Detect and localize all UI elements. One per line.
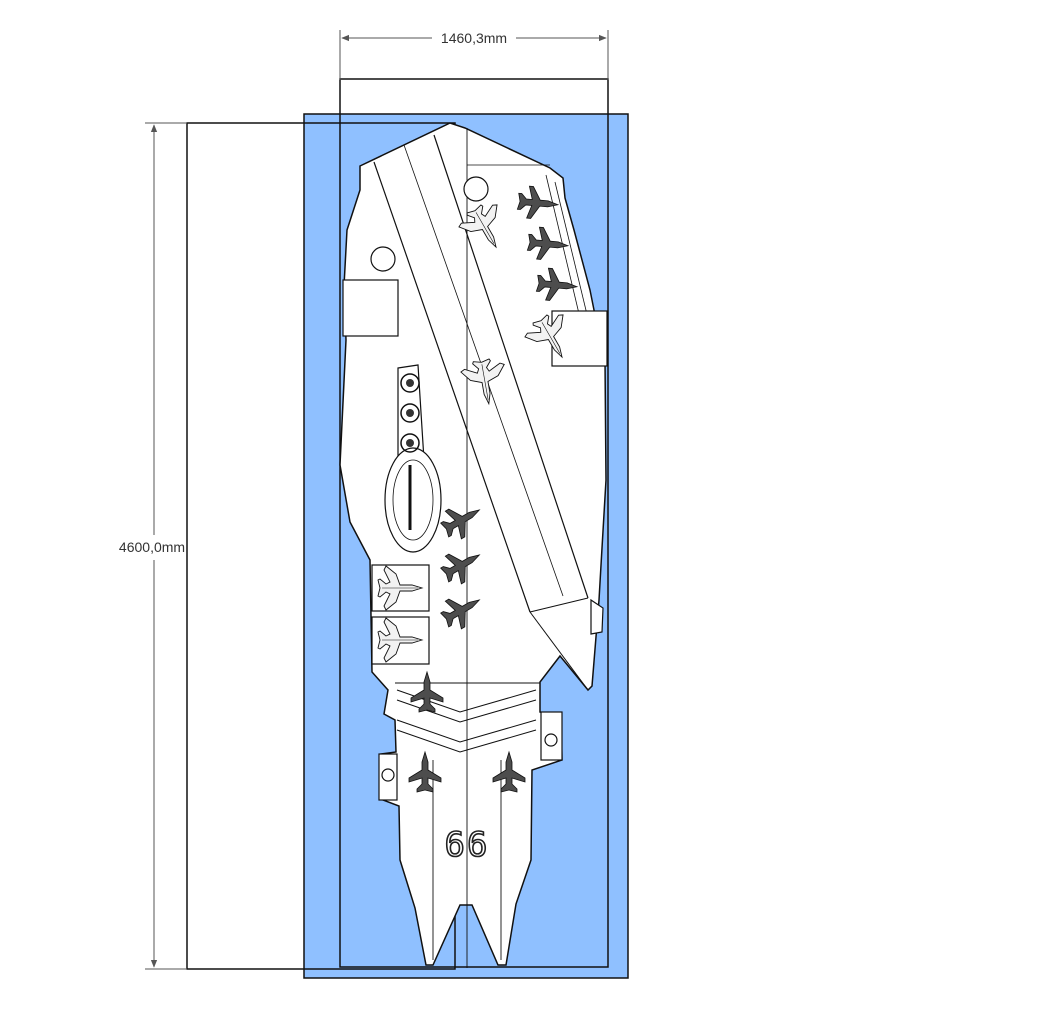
- deck-circle-marking-2: [370, 246, 396, 272]
- width-bounding-box: [339, 78, 609, 968]
- width-dimension: 1460,3mm: [339, 30, 609, 80]
- deck-circle-marking-1: [463, 176, 489, 202]
- angled-deck-lines: [373, 128, 599, 968]
- bow-catapult-lines: [432, 760, 502, 960]
- deck-elevator-port: [342, 279, 399, 337]
- height-dimension: 4600,0mm: [119, 122, 187, 970]
- deck-sponsons: [378, 598, 604, 801]
- height-label: 4600,0mm: [119, 539, 185, 555]
- width-label: 1460,3mm: [441, 30, 507, 46]
- hull-number: 66: [445, 825, 490, 865]
- island-superstructure: [384, 364, 442, 553]
